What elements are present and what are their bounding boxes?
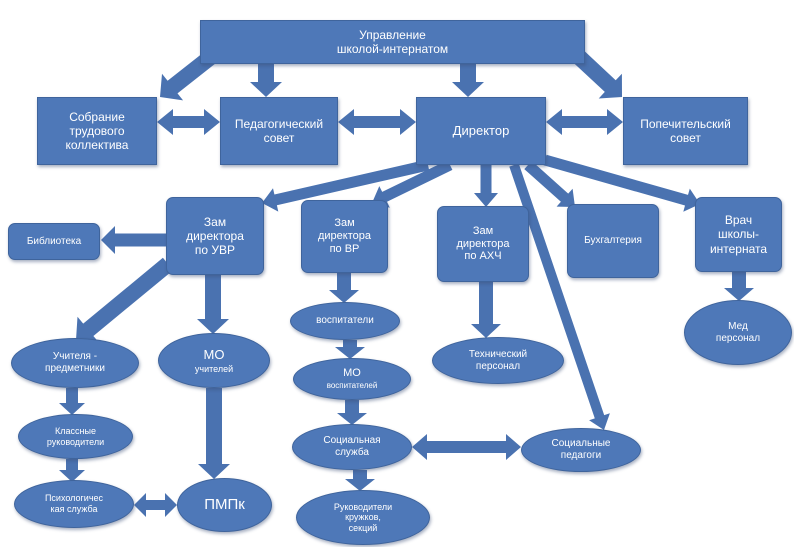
node-assembly: Собрание трудового коллектива (37, 97, 157, 165)
arrow-director-trustee (546, 109, 623, 135)
arrow-ped-council-director (338, 109, 416, 135)
node-doctor: Врач школы- интерната (695, 197, 782, 272)
node-social-service: Социальная служба (292, 424, 412, 470)
node-deputy-uvr-label: Зам директора по УВР (186, 214, 244, 258)
arrow-social-clubs (345, 470, 375, 491)
node-pmpk-label: ПМПк (204, 496, 245, 514)
arrow-management-ped-council (250, 62, 282, 97)
arrow-subject-class (59, 388, 85, 415)
node-accounting: Бухгалтерия (567, 204, 659, 278)
node-accounting-label: Бухгалтерия (584, 235, 642, 247)
node-social-service-label: Социальная служба (323, 435, 381, 458)
node-doctor-label: Врач школы- интерната (709, 213, 768, 256)
arrow-doctor-med (724, 272, 754, 301)
node-assembly-label: Собрание трудового коллектива (65, 109, 129, 153)
node-educators: воспитатели (290, 302, 400, 340)
arrow-director-accounting (524, 160, 575, 207)
arrow-mo-pmpk (198, 388, 230, 479)
node-deputy-uvr: Зам директора по УВР (166, 197, 264, 275)
node-director: Директор (416, 97, 546, 165)
node-educators-label: воспитатели (316, 315, 374, 327)
node-trustee-council: Попечительский совет (623, 97, 748, 165)
node-tech-staff: Технический персонал (432, 337, 564, 384)
arrow-psych-pmpk (134, 493, 177, 517)
node-mo-teachers-sub: учителей (194, 363, 234, 374)
arrow-mo-social (337, 400, 367, 425)
node-library-label: Библиотека (26, 235, 82, 247)
node-club-leaders-label: Руководители кружков, секций (333, 501, 393, 533)
arrow-educators-mo (335, 340, 365, 359)
arrow-ahch-tech (471, 282, 501, 338)
node-class-teachers-label: Классные руководители (46, 425, 105, 447)
arrow-management-director (452, 62, 484, 97)
node-mo-teachers-title: МО (203, 346, 225, 362)
node-library: Библиотека (8, 223, 100, 260)
node-subject-teachers-label: Учителя - предметники (45, 351, 105, 374)
node-mo-educators-title: МО (343, 367, 361, 380)
arrow-director-doctor (543, 154, 700, 212)
node-deputy-ahch: Зам директора по АХЧ (437, 206, 529, 282)
arrow-class-psych (59, 459, 85, 482)
node-psych-service: Психологичес кая служба (14, 480, 134, 528)
node-med-staff-label: Мед персонал (715, 320, 761, 344)
arrow-uvr-library (101, 226, 166, 254)
node-class-teachers: Классные руководители (18, 414, 133, 459)
node-mo-teachers: МО учителей (158, 333, 270, 388)
arrow-uvr-mo-teachers (197, 275, 229, 334)
node-ped-council: Педагогический совет (220, 97, 338, 165)
arrow-director-deputy-ahch (474, 165, 498, 207)
node-management: Управление школой-интернатом (200, 20, 585, 64)
node-mo-educators-sub: воспитателей (326, 381, 378, 391)
arrow-social-social-teachers (412, 434, 521, 460)
node-ped-council-label: Педагогический совет (234, 116, 324, 145)
arrow-assembly-ped-council (157, 109, 220, 135)
node-tech-staff-label: Технический персонал (468, 348, 528, 372)
arrow-director-social-teachers (509, 163, 610, 430)
arrow-director-deputy-vr (372, 160, 453, 208)
node-trustee-council-label: Попечительский совет (640, 116, 731, 145)
node-med-staff: Мед персонал (684, 300, 792, 365)
node-social-teachers-label: Социальные педагоги (551, 438, 611, 461)
node-social-teachers: Социальные педагоги (521, 428, 641, 472)
node-deputy-vr-label: Зам директора по ВР (317, 217, 371, 255)
node-deputy-ahch-label: Зам директора по АХЧ (456, 224, 510, 263)
node-subject-teachers: Учителя - предметники (11, 338, 139, 388)
node-management-label: Управление школой-интернатом (336, 27, 449, 56)
node-deputy-vr: Зам директора по ВР (301, 200, 388, 273)
node-pmpk: ПМПк (177, 478, 272, 532)
node-psych-service-label: Психологичес кая служба (44, 493, 104, 514)
arrow-uvr-subject-teachers (76, 257, 174, 343)
node-mo-educators: МО воспитателей (293, 358, 411, 400)
node-director-label: Директор (452, 123, 510, 139)
node-club-leaders: Руководители кружков, секций (296, 490, 430, 545)
arrow-director-deputy-uvr (262, 159, 430, 212)
arrow-vr-educators (329, 273, 359, 303)
